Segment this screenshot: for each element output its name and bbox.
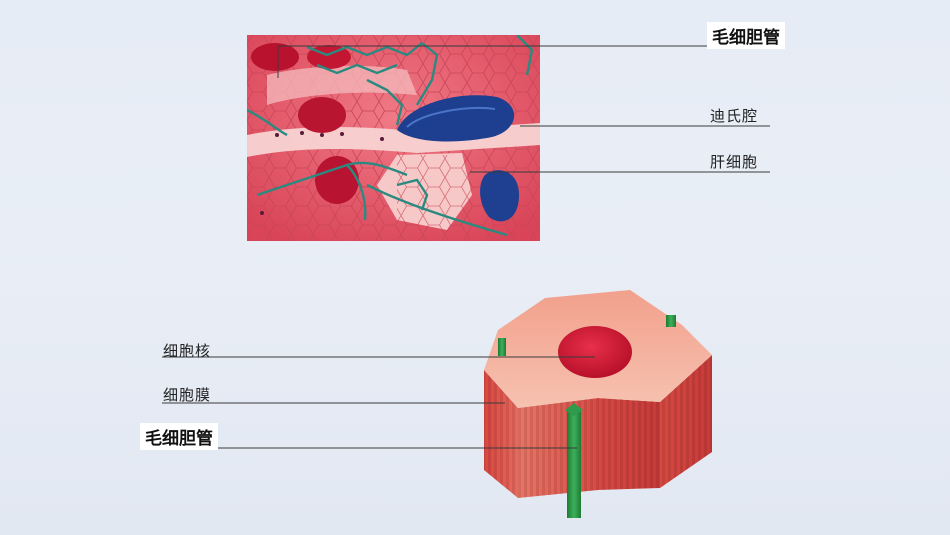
label-cell-membrane: 细胞膜 <box>163 386 212 404</box>
canaliculi-network <box>247 35 534 237</box>
canaliculus-tubes <box>498 315 676 518</box>
label-bile-canaliculus-top: 毛细胆管 <box>707 22 785 49</box>
label-space-of-disse: 迪氏腔 <box>710 107 759 125</box>
hepatocyte-3d-illustration <box>484 290 712 518</box>
nucleus-shape <box>558 326 632 378</box>
liver-tissue-illustration <box>247 35 540 241</box>
label-bile-canaliculus-bottom: 毛细胆管 <box>140 423 218 450</box>
label-hepatocyte: 肝细胞 <box>710 153 759 171</box>
label-nucleus: 细胞核 <box>163 342 212 360</box>
